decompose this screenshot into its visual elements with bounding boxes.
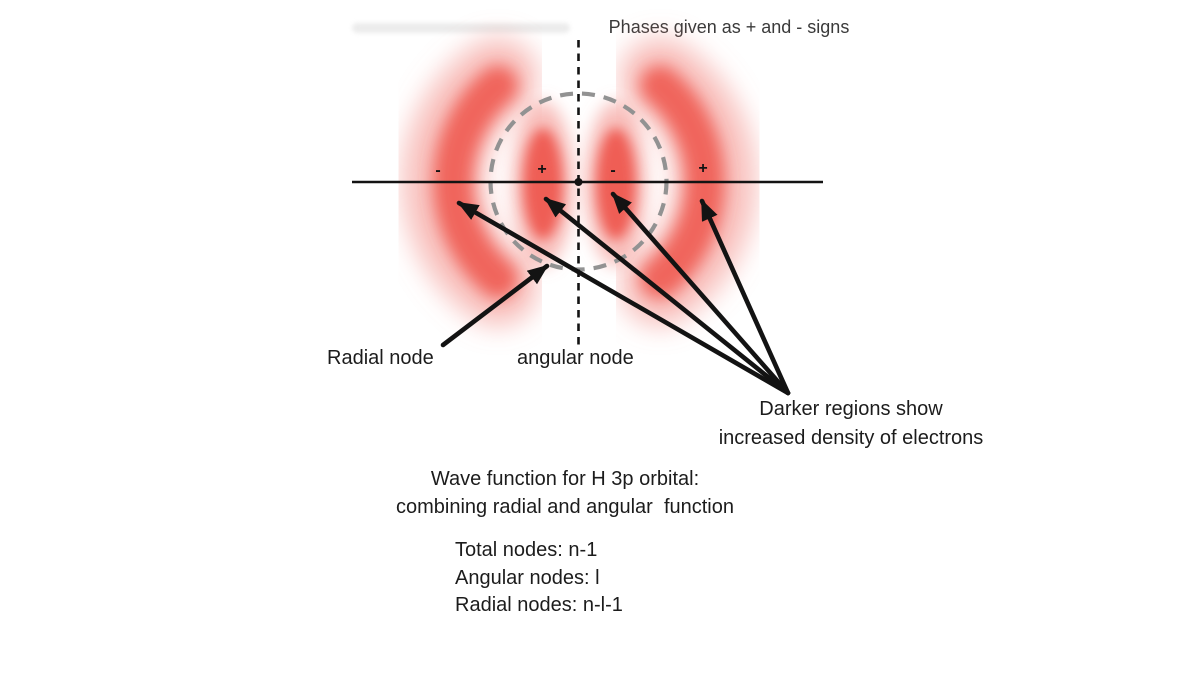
darker-regions-line1: Darker regions show: [759, 398, 943, 420]
center-dot: [574, 178, 583, 186]
radial-node-label: Radial node: [327, 347, 434, 369]
radial-nodes-formula: Radial nodes: n-l-1: [455, 594, 623, 616]
darker-regions-arrow-inner-left: [543, 196, 791, 396]
angular-node-label: angular node: [517, 347, 634, 369]
annotation-arrows: [440, 191, 791, 396]
phase-sign-outer-right: +: [698, 160, 708, 177]
total-nodes-formula: Total nodes: n-1: [455, 539, 598, 561]
darker-regions-arrow-outer-left: [456, 200, 791, 396]
caption-line2: combining radial and angular function: [396, 496, 734, 518]
diagram-title: Phases given as + and - signs: [608, 17, 850, 37]
darker-regions-arrow-outer-right: [699, 198, 791, 396]
faded-background-streak: [352, 23, 570, 33]
electron-density-lobe-inner-left: [523, 128, 563, 240]
darker-regions-label: Darker regions show increased density of…: [700, 395, 1002, 452]
radial-node-arrow: [440, 263, 550, 348]
electron-density-lobe-inner-right: [596, 128, 636, 240]
caption: Wave function for H 3p orbital: combinin…: [365, 465, 765, 521]
darker-regions-arrow-inner-right: [610, 191, 791, 396]
phase-sign-inner-right: -: [610, 162, 616, 179]
phase-sign-inner-left: +: [537, 161, 547, 178]
caption-line1: Wave function for H 3p orbital:: [430, 468, 700, 490]
nodes-formula-list: Total nodes: n-1 Angular nodes: l Radial…: [455, 537, 623, 620]
phase-sign-outer-left: -: [435, 162, 441, 179]
angular-nodes-formula: Angular nodes: l: [455, 566, 600, 589]
darker-regions-line2: increased density of electrons: [718, 426, 984, 449]
